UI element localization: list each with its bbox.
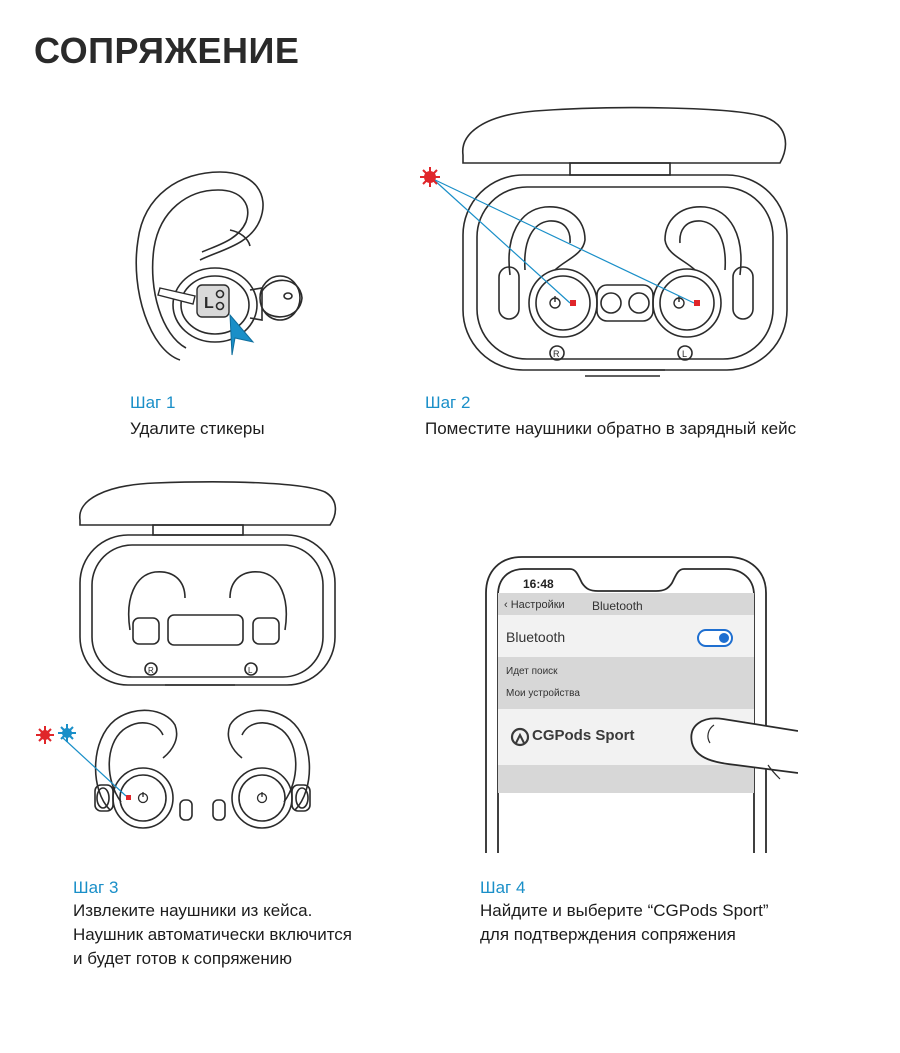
- case-mark-right: R: [148, 666, 154, 675]
- case-mark-left: L: [682, 349, 687, 359]
- svg-text:L: L: [204, 295, 214, 312]
- my-devices-label: Мои устройства: [506, 688, 580, 699]
- step1-earbud-illustration: L: [135, 171, 303, 361]
- step3-line: и будет готов к сопряжению: [73, 949, 292, 968]
- bluetooth-row-label: Bluetooth: [506, 629, 566, 645]
- step1-line: Удалите стикеры: [130, 419, 265, 438]
- back-label: Настройки: [510, 599, 565, 611]
- searching-label: Идет поиск: [506, 666, 558, 677]
- device-name: CGPods Sport: [532, 727, 635, 744]
- step2-text: Поместите наушники обратно в зарядный ке…: [425, 417, 796, 441]
- step1-label: Шаг 1: [130, 393, 176, 412]
- phone-time: 16:48: [523, 577, 554, 591]
- step4-phone-illustration: 16:48 ‹ Настройки Bluetooth Bluetooth Ид…: [478, 553, 798, 853]
- step4-line: Найдите и выберите “CGPods Sport”: [480, 901, 769, 920]
- chevron-left-icon: ‹: [504, 599, 511, 611]
- step4-label: Шаг 4: [480, 878, 526, 897]
- case-mark-left: L: [248, 666, 253, 675]
- step2-label: Шаг 2: [425, 393, 471, 412]
- step3-label: Шаг 3: [73, 878, 119, 897]
- step3-text: Извлеките наушники из кейса. Наушник авт…: [73, 899, 352, 971]
- step4-line: для подтверждения сопряжения: [480, 925, 736, 944]
- step4-text: Найдите и выберите “CGPods Sport” для по…: [480, 899, 769, 947]
- step3-line: Наушник автоматически включится: [73, 925, 353, 944]
- back-button[interactable]: ‹ Настройки: [504, 599, 565, 611]
- case-mark-right: R: [553, 349, 560, 359]
- page-title: СОПРЯЖЕНИЕ: [34, 30, 300, 71]
- step2-case-illustration: R L: [420, 106, 788, 377]
- step1-text: Удалите стикеры: [130, 417, 265, 441]
- step2-line: Поместите наушники обратно в зарядный ке…: [425, 419, 797, 438]
- step3-case-illustration: R L: [36, 481, 337, 829]
- device-list-item-cgpods[interactable]: CGPods Sport: [532, 727, 635, 744]
- step3-line: Извлеките наушники из кейса.: [73, 901, 313, 920]
- screen-title: Bluetooth: [592, 599, 643, 613]
